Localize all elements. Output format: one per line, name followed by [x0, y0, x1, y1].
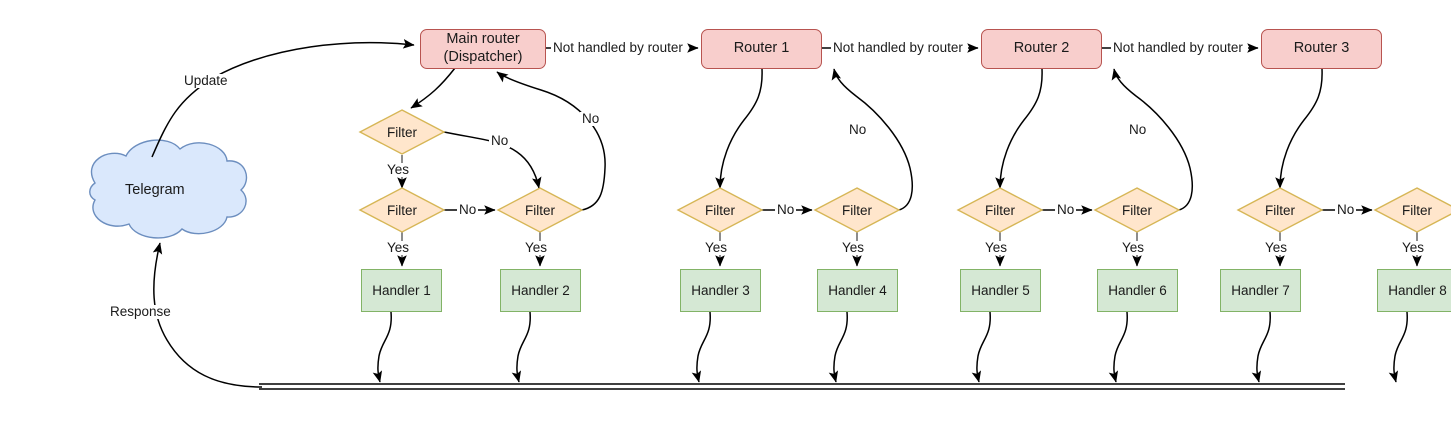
- handler-3[interactable]: Handler 3: [680, 269, 761, 312]
- handler-6-label: Handler 6: [1108, 283, 1167, 298]
- handler-1[interactable]: Handler 1: [361, 269, 442, 312]
- telegram-cloud-shape: [89, 139, 248, 239]
- edge-response-to-telegram: [152, 242, 263, 388]
- edge-h7-to-bus: [1251, 311, 1271, 383]
- router-3[interactable]: Router 3: [1261, 29, 1382, 69]
- edge-label-yes-h7: Yes: [1263, 240, 1290, 255]
- handler-8-label: Handler 8: [1388, 283, 1447, 298]
- edge-filter-top-no: [443, 131, 542, 189]
- edge-label-no-r3-mid: No: [1335, 202, 1357, 217]
- edge-label-yes-main-top: Yes: [385, 162, 412, 177]
- edge-h2-to-bus: [511, 311, 531, 383]
- edge-update: [151, 39, 415, 158]
- handler-3-label: Handler 3: [691, 283, 750, 298]
- edge-label-no-r2-mid: No: [1055, 202, 1077, 217]
- edge-h3-to-bus: [691, 311, 711, 383]
- edge-r1-to-filter-left: [715, 68, 763, 189]
- edge-filter-main-right-no-return: [496, 71, 606, 211]
- edge-label-not-handled-1: Not handled by router: [551, 40, 685, 55]
- filter-diamond-main-top: [358, 109, 446, 155]
- edge-label-no-main-top: No: [489, 133, 511, 148]
- edge-label-yes-h2: Yes: [523, 240, 550, 255]
- edge-label-no-r1-mid: No: [775, 202, 797, 217]
- handler-7-label: Handler 7: [1231, 283, 1290, 298]
- edge-r2-to-filter-left: [995, 68, 1043, 189]
- edge-main-to-filter-top: [410, 67, 456, 109]
- edge-r1-right-no-return: [831, 68, 913, 211]
- handler-4[interactable]: Handler 4: [817, 269, 898, 312]
- edge-label-response: Response: [108, 304, 173, 319]
- filter-diamond-r3-right: [1373, 187, 1451, 233]
- edge-label-yes-h4: Yes: [840, 240, 867, 255]
- handler-1-label: Handler 1: [372, 283, 431, 298]
- handler-8[interactable]: Handler 8: [1377, 269, 1451, 312]
- router-3-label: Router 3: [1293, 40, 1350, 57]
- edge-label-not-handled-2: Not handled by router: [831, 40, 965, 55]
- edge-h1-to-bus: [372, 311, 392, 383]
- edge-label-yes-h3: Yes: [703, 240, 730, 255]
- filter-diamond-r1-left: [676, 187, 764, 233]
- edge-label-yes-h5: Yes: [983, 240, 1010, 255]
- router-main-label-line1: Main router: [446, 31, 520, 48]
- router-2[interactable]: Router 2: [981, 29, 1102, 69]
- filter-diamond-r2-left: [956, 187, 1044, 233]
- telegram-label: Telegram: [125, 182, 185, 198]
- edge-label-no-r2-return: No: [1127, 122, 1149, 137]
- edge-h5-to-bus: [971, 311, 991, 383]
- edge-label-no-main-return: No: [580, 111, 602, 126]
- handler-2-label: Handler 2: [511, 283, 570, 298]
- edge-h8-to-bus: [1388, 311, 1408, 383]
- edge-label-no-main-mid: No: [457, 202, 479, 217]
- edge-h6-to-bus: [1108, 311, 1128, 383]
- edge-label-no-r1-return: No: [847, 122, 869, 137]
- edge-label-yes-h8: Yes: [1400, 240, 1427, 255]
- edge-label-yes-h6: Yes: [1120, 240, 1147, 255]
- router-main-dispatcher[interactable]: Main router (Dispatcher): [420, 29, 546, 69]
- handler-7[interactable]: Handler 7: [1220, 269, 1301, 312]
- filter-diamond-main-left: [358, 187, 446, 233]
- filter-diamond-r1-right: [813, 187, 901, 233]
- edge-label-update: Update: [182, 73, 230, 88]
- router-1-label: Router 1: [733, 40, 790, 57]
- handler-5-label: Handler 5: [971, 283, 1030, 298]
- filter-diamond-main-right: [496, 187, 584, 233]
- edge-label-yes-h1: Yes: [385, 240, 412, 255]
- filter-diamond-r3-left: [1236, 187, 1324, 233]
- router-1[interactable]: Router 1: [701, 29, 822, 69]
- handler-6[interactable]: Handler 6: [1097, 269, 1178, 312]
- router-2-label: Router 2: [1013, 40, 1070, 57]
- handler-2[interactable]: Handler 2: [500, 269, 581, 312]
- handler-5[interactable]: Handler 5: [960, 269, 1041, 312]
- edge-r2-right-no-return: [1111, 68, 1193, 211]
- edge-r3-to-filter-left: [1275, 68, 1323, 189]
- router-main-label-line2: (Dispatcher): [443, 49, 523, 65]
- filter-diamond-r2-right: [1093, 187, 1181, 233]
- edge-label-not-handled-3: Not handled by router: [1111, 40, 1245, 55]
- edge-h4-to-bus: [828, 311, 848, 383]
- handler-4-label: Handler 4: [828, 283, 887, 298]
